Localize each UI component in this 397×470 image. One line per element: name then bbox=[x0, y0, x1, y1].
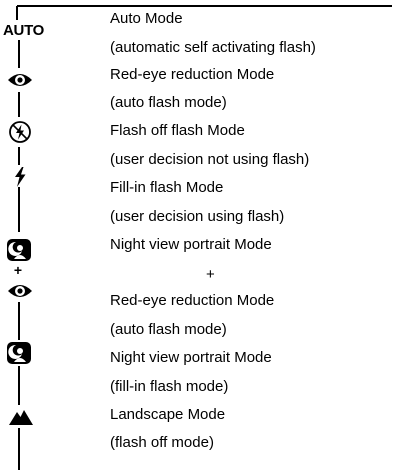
landscape-icon bbox=[9, 410, 33, 425]
top-rule bbox=[17, 5, 392, 7]
fill-in-mode-desc: (user decision using flash) bbox=[110, 208, 285, 225]
combo-plus-text: + bbox=[206, 266, 215, 283]
night-fill-mode-desc: (fill-in flash mode) bbox=[110, 378, 229, 395]
fill-in-mode-title: Fill-in flash Mode bbox=[110, 179, 224, 196]
red-eye-icon bbox=[8, 285, 32, 297]
red-eye-icon bbox=[8, 74, 32, 86]
flash-off-mode-desc: (user decision not using flash) bbox=[110, 151, 310, 168]
red-eye-mode-desc: (auto flash mode) bbox=[110, 94, 227, 111]
night-red-eye-mode-title: Night view portrait Mode bbox=[110, 236, 272, 253]
fill-flash-icon bbox=[15, 167, 26, 187]
night-fill-mode-title: Night view portrait Mode bbox=[110, 349, 272, 366]
night-red-eye-mode-title2: Red-eye reduction Mode bbox=[110, 292, 275, 309]
night-portrait-icon bbox=[7, 239, 31, 261]
night-portrait-icon bbox=[7, 342, 31, 364]
flash-off-mode-title: Flash off flash Mode bbox=[110, 122, 245, 139]
flash-off-icon bbox=[9, 121, 31, 143]
red-eye-mode-title: Red-eye reduction Mode bbox=[110, 66, 275, 83]
connector-lines bbox=[16, 6, 20, 470]
combo-plus-sign: + bbox=[13, 262, 23, 278]
auto-icon: AUTO bbox=[3, 22, 45, 39]
landscape-mode-title: Landscape Mode bbox=[110, 406, 226, 423]
auto-mode-title: Auto Mode bbox=[110, 10, 183, 27]
night-red-eye-mode-desc: (auto flash mode) bbox=[110, 321, 227, 338]
landscape-mode-desc: (flash off mode) bbox=[110, 434, 214, 451]
auto-mode-desc: (automatic self activating flash) bbox=[110, 39, 316, 56]
